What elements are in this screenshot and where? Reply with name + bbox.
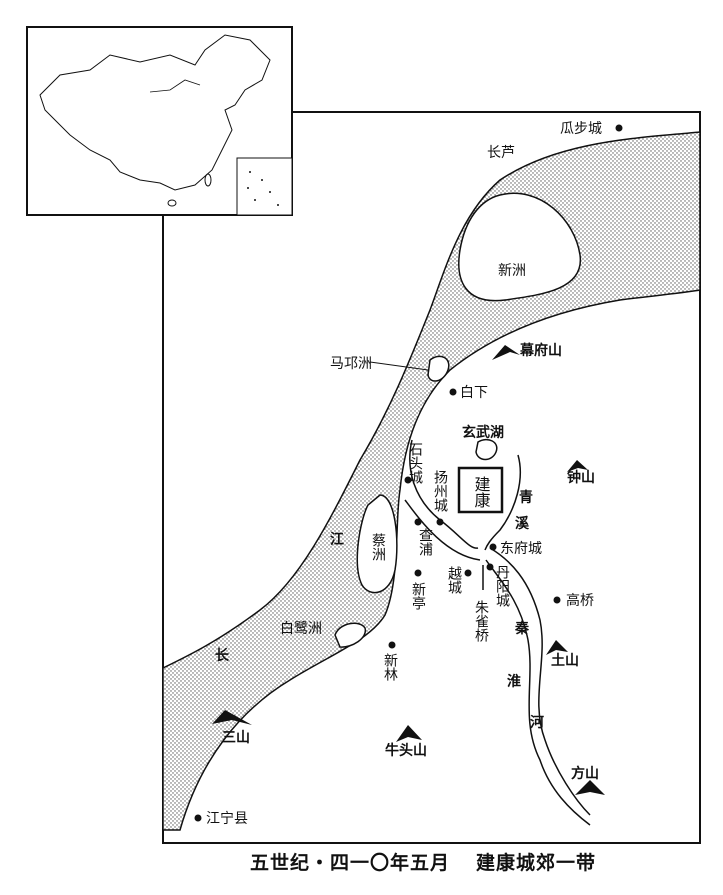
label-qin: 秦 [514, 620, 530, 637]
china-outline [39, 34, 271, 191]
xuanwu-lake [475, 438, 498, 461]
label-zhongshan: 钟山 [567, 469, 595, 486]
maqiongzhou-island [427, 355, 450, 382]
label-zhuqueqiao: 朱雀桥 [473, 600, 489, 642]
label-jiang: 江 [330, 531, 344, 548]
dot-yuecheng [464, 569, 472, 577]
label-guabu: 瓜步城 [560, 121, 602, 137]
label-yuecheng: 越城 [446, 566, 462, 595]
jiankang-city-box [457, 466, 504, 514]
dot-danyangcheng [486, 563, 494, 571]
inset-border-line [149, 79, 201, 93]
hainan-outline [167, 199, 177, 207]
dot-xinlin [388, 641, 396, 649]
dot-yangzhoucheng [436, 518, 444, 526]
caption-title: 建康城郊一带 [476, 852, 597, 874]
label-xinzhou: 新洲 [498, 263, 526, 279]
label-maqiongzhou: 马邛洲 [330, 356, 372, 372]
mountain-icon-mufushan [492, 345, 520, 360]
label-jiangningxian: 江宁县 [206, 810, 248, 827]
mountain-icon-fangshan [575, 780, 605, 795]
label-he: 河 [530, 714, 544, 731]
dot-jiangningxian [194, 814, 202, 822]
qingxi-stream [484, 454, 522, 551]
label-bailuzhou: 白鹭洲 [280, 621, 322, 637]
caizhou-island [356, 494, 398, 594]
dot-xinting [414, 569, 422, 577]
qinhuai-river-bank [404, 499, 591, 826]
label-xuanwuhu: 玄武湖 [462, 424, 504, 441]
label-changlu: 长芦 [487, 145, 515, 161]
dot-gaoqiao [553, 596, 561, 604]
label-dongfucheng: 东府城 [500, 541, 542, 557]
label-yangzhoucheng: 扬州城 [432, 470, 448, 513]
label-qing: 青 [519, 489, 533, 506]
dot-baixia [449, 388, 457, 396]
label-xinlin: 新林 [382, 653, 398, 681]
label-chapu: 查浦 [417, 528, 433, 556]
label-fangshan: 方山 [571, 765, 599, 782]
label-sanshan: 三山 [222, 730, 250, 746]
label-huai: 淮 [507, 673, 521, 690]
dot-chapu [414, 518, 422, 526]
label-danyangcheng: 丹阳城 [494, 565, 510, 608]
mountain-icon-tushan [546, 640, 568, 655]
map-caption: 五世纪・四一〇年五月 建康城郊一带 [250, 848, 622, 875]
label-jiankang: 建康 [472, 476, 491, 508]
label-xi: 溪 [515, 515, 530, 532]
label-baixia: 白下 [460, 385, 488, 401]
mountain-icon-niutoushan [396, 725, 422, 742]
mountain-icon-sanshan [212, 710, 252, 725]
mountain-icons [212, 345, 605, 795]
taiwan-outline [204, 173, 212, 187]
caption-date: 五世纪・四一〇年五月 [250, 852, 451, 874]
yangtze-river [162, 131, 701, 831]
label-tushan: 土山 [551, 652, 579, 669]
dot-shitoucheng [404, 476, 412, 484]
maqiongzhou-leader [369, 361, 429, 371]
south-sea-islands [247, 171, 279, 206]
label-caizhou: 蔡洲 [370, 533, 386, 561]
settlement-dots [194, 124, 623, 822]
xinzhou-island [458, 192, 581, 302]
dot-dongfucheng [489, 543, 497, 551]
south-china-sea-box [236, 157, 293, 216]
label-xinting: 新亭 [410, 582, 426, 610]
label-mufushan: 幕府山 [519, 342, 562, 359]
bailuzhou-island [334, 622, 367, 648]
dot-guabu [615, 124, 623, 132]
label-shitoucheng: 石头城 [407, 442, 423, 485]
label-gaoqiao: 高桥 [566, 592, 594, 609]
label-niutoushan: 牛头山 [385, 742, 427, 759]
label-chang: 长 [215, 647, 230, 664]
china-inset-map [26, 26, 293, 216]
mountain-icon-zhongshan [567, 460, 588, 472]
